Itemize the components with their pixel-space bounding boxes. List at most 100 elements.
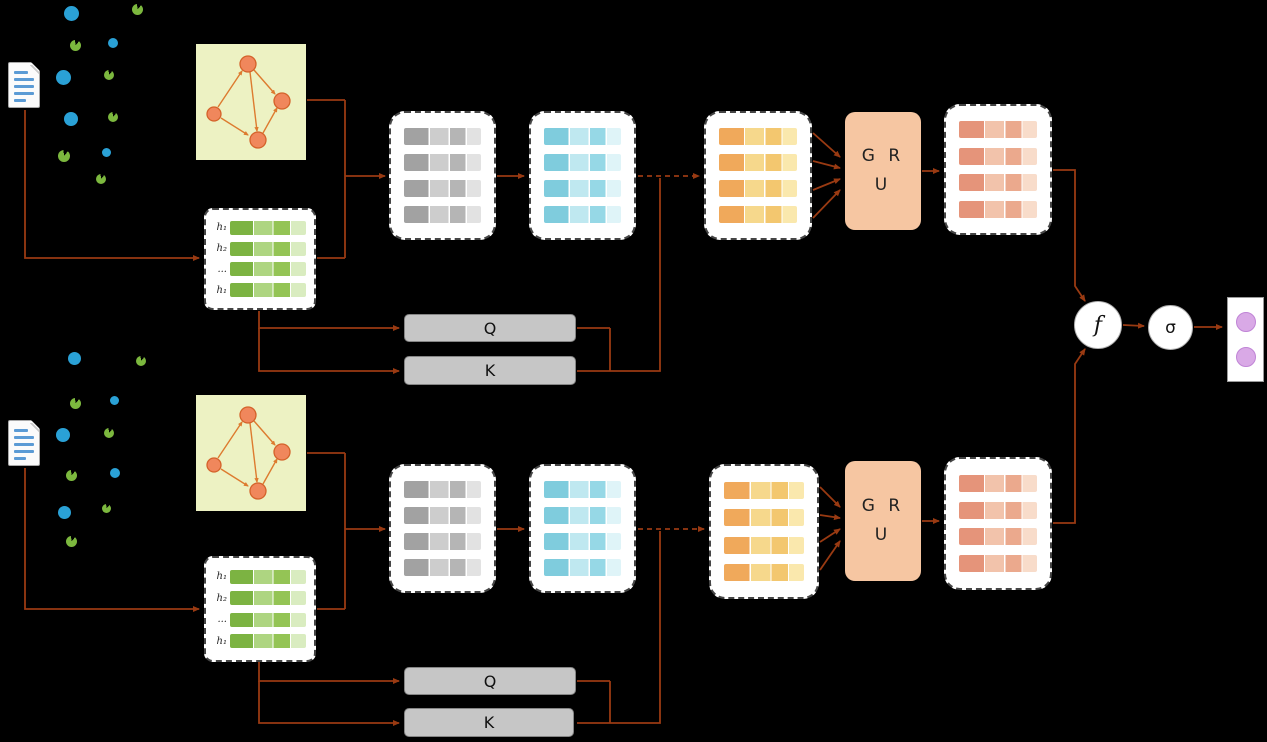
doc-text-line [14, 92, 34, 95]
token-dot [66, 470, 77, 481]
matrix-row [404, 533, 481, 550]
hidden-state-bar [230, 262, 306, 277]
gru-block: G R U [845, 112, 921, 230]
token-dot [104, 70, 114, 80]
doc-text-line [14, 71, 28, 74]
matrix-row [544, 154, 621, 171]
feature-matrix-pink [944, 104, 1052, 235]
matrix-row [724, 509, 804, 527]
matrix-row [719, 206, 797, 223]
matrix-row [719, 128, 797, 145]
doc-text-line [14, 457, 26, 460]
feature-matrix-yellow [704, 111, 812, 240]
hidden-state-row: h₂ [210, 241, 306, 256]
matrix-row [724, 482, 804, 500]
connector-yellow1-gru-4 [812, 189, 841, 219]
connector-yellow2-gru-4 [819, 540, 841, 571]
hidden-state-bar [230, 612, 306, 627]
hidden-state-label: ... [217, 614, 227, 626]
connector-doc2-hidden2 [24, 468, 200, 612]
node-graph-icon [196, 44, 306, 160]
connector-hidden1-q1 [258, 311, 400, 331]
matrix-row [959, 174, 1037, 192]
connector-yellow2-gru-1 [819, 486, 841, 508]
document-icon [8, 420, 40, 466]
connector-hidden2-q2 [258, 662, 400, 684]
token-dot [68, 352, 81, 365]
matrix-row [544, 206, 621, 223]
matrix-row [719, 154, 797, 171]
matrix-row [544, 507, 621, 524]
hidden-state-bar [230, 283, 306, 298]
connector-pink1-f [1053, 169, 1086, 302]
output-dot [1235, 312, 1256, 333]
token-dot [132, 4, 143, 15]
token-dot [108, 38, 118, 48]
feature-matrix-yellow [709, 464, 819, 599]
feature-matrix-blue [529, 464, 636, 593]
query-box: Q [404, 314, 576, 342]
matrix-row [544, 533, 621, 550]
token-dot [56, 70, 71, 85]
matrix-row [719, 180, 797, 197]
matrix-row [959, 555, 1037, 573]
token-dot [70, 40, 81, 51]
output-vector [1227, 297, 1264, 382]
matrix-row [544, 180, 621, 197]
doc-text-line [14, 85, 34, 88]
key-box: K [404, 356, 576, 385]
matrix-row [404, 180, 481, 197]
hidden-state-row: h₂ [210, 591, 306, 606]
token-dot [58, 506, 71, 519]
doc-text-line [14, 99, 26, 102]
hidden-states-box: h₁ h₂ ... h₁ [204, 556, 316, 662]
doc-text-line [14, 436, 34, 439]
hidden-state-label: h₁ [216, 571, 227, 583]
matrix-row [724, 563, 804, 581]
feature-matrix-pink [944, 457, 1052, 590]
node-graph-icon [196, 395, 306, 511]
token-dot [58, 150, 70, 162]
output-dot [1235, 346, 1256, 367]
matrix-row [959, 200, 1037, 218]
hidden-states-box: h₁ h₂ ... h₁ [204, 208, 316, 310]
hidden-state-bar [230, 569, 306, 584]
matrix-row [959, 501, 1037, 519]
token-dot [110, 396, 119, 405]
hidden-state-row: h₁ [210, 569, 306, 584]
hidden-state-bar [230, 634, 306, 649]
hidden-state-row: h₁ [210, 220, 306, 235]
graph-drawing [206, 55, 291, 149]
hidden-state-label: h₁ [216, 222, 227, 234]
fusion-function-node: f [1074, 301, 1122, 349]
connector-pink2-f [1053, 348, 1086, 524]
doc-text-line [14, 443, 34, 446]
connector-hidden1-k1 [258, 328, 400, 374]
matrix-row [959, 474, 1037, 492]
hidden-state-bar [230, 241, 306, 256]
connector-doc1-hidden1 [24, 110, 200, 261]
query-box: Q [404, 667, 576, 695]
matrix-row [544, 128, 621, 145]
token-dot [108, 112, 118, 122]
connector-yellow1-gru-1 [812, 132, 841, 158]
token-dot [64, 112, 78, 126]
matrix-row [404, 206, 481, 223]
hidden-state-label: h₁ [216, 635, 227, 647]
hidden-state-label: h₂ [216, 243, 227, 255]
token-dot [66, 536, 77, 547]
connector-yellow1-gru-3 [812, 178, 841, 191]
connector-qk1-mainline [610, 178, 661, 372]
matrix-row [959, 147, 1037, 165]
matrix-row [404, 128, 481, 145]
matrix-row [404, 481, 481, 498]
graph-drawing [206, 406, 291, 500]
connector-f-sigma [1122, 322, 1145, 329]
feature-matrix-gray [389, 464, 496, 593]
matrix-row [544, 559, 621, 576]
token-dot [102, 148, 111, 157]
hidden-state-bar [230, 220, 306, 235]
document-icon [8, 62, 40, 108]
